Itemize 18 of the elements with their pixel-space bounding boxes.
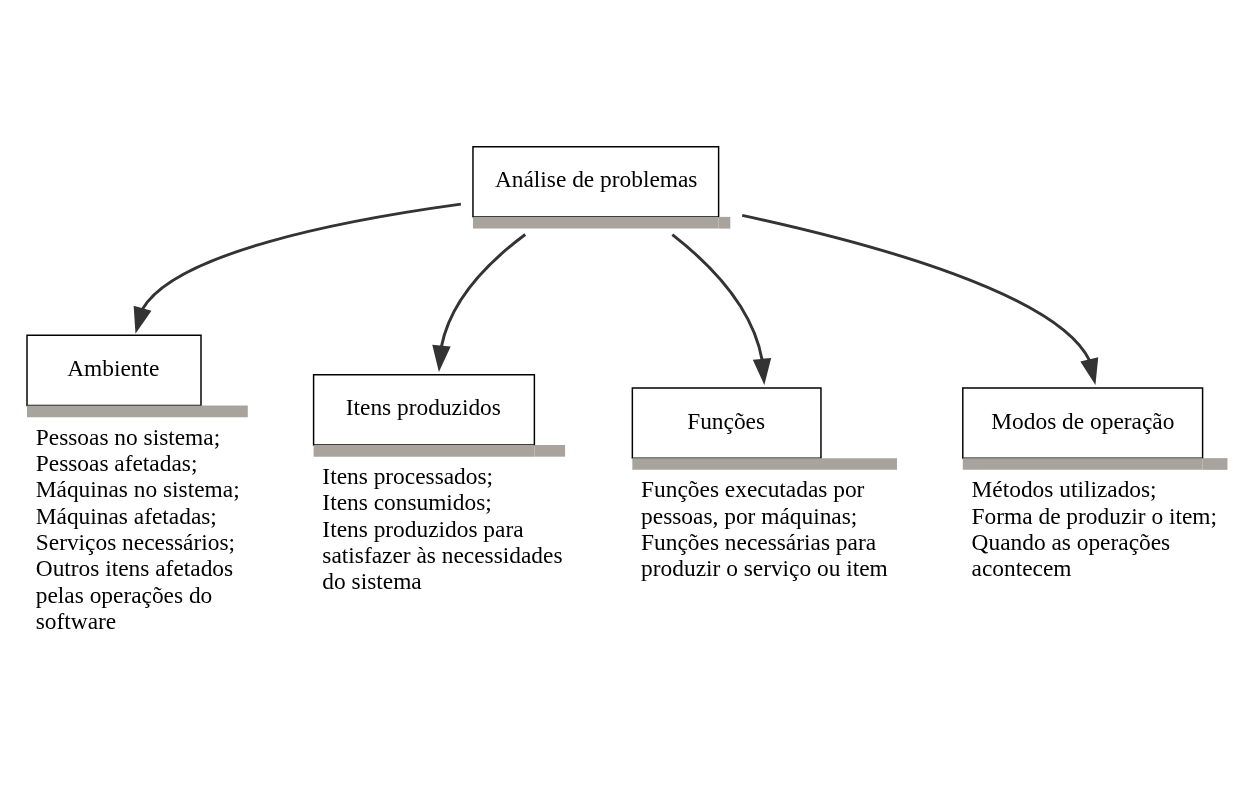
- node-label: Itens produzidos para satisfazer às necessidades do sistema: [322, 515, 563, 595]
- node-label: Funções executadas por pessoas, por máquinas;: [641, 476, 865, 529]
- node-label: Máquinas afetadas;: [35, 502, 217, 529]
- arrow: [671, 233, 772, 386]
- arrow: [741, 213, 1099, 385]
- node-label: Itens consumidos;: [322, 489, 492, 516]
- node-label: Forma de produzir o item;: [971, 502, 1217, 529]
- node-label: Serviços necessários;: [35, 528, 236, 555]
- arrow: [432, 233, 527, 372]
- node-label: Pessoas no sistema;: [35, 423, 221, 450]
- node-label: Itens processados;: [322, 463, 494, 490]
- node-label: Outros itens afetados pelas operações do software: [35, 555, 234, 634]
- node-label: Quando as operações acontecem: [971, 528, 1171, 582]
- node-label: Métodos utilizados;: [971, 476, 1157, 503]
- arrow: [133, 202, 462, 334]
- node-label: Pessoas afetadas;: [35, 450, 198, 477]
- node-label: Funções necessárias para produzir o serviço ou item: [641, 528, 888, 582]
- node-label: Máquinas no sistema;: [35, 476, 240, 503]
